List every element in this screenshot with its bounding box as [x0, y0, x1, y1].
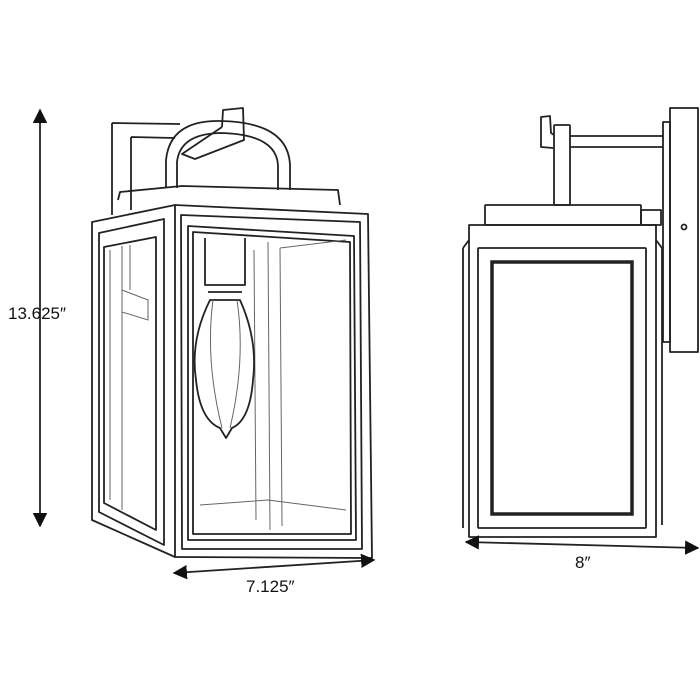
front-width-arrow: [172, 553, 376, 580]
top-mount: [181, 107, 245, 160]
hook: [540, 115, 555, 149]
arch-handle: [165, 120, 291, 190]
wall-bracket: [111, 122, 181, 215]
side-outer-frame: [468, 224, 657, 538]
arm: [570, 135, 663, 148]
side-depth-label: 8″: [575, 553, 591, 572]
side-cap: [484, 204, 642, 226]
side-window: [490, 260, 634, 516]
front-width-label: 7.125″: [246, 577, 295, 596]
top-cap: [117, 185, 341, 206]
side-view-lantern: [462, 107, 699, 538]
side-depth-arrow: [464, 535, 700, 555]
arm-post: [553, 124, 571, 206]
front-view-lantern: [91, 107, 373, 559]
height-label: 13.625″: [8, 304, 67, 323]
side-panel: [91, 204, 176, 558]
bulb: [193, 238, 255, 439]
